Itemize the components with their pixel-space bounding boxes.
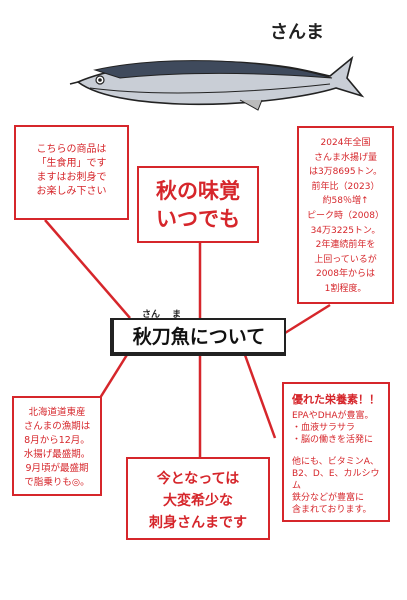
stats-line-4: 前年比（2023）	[311, 181, 380, 192]
rare-sashimi-box: 今となっては 大変希少な 刺身さんまです	[126, 457, 270, 540]
stats-line-8: 2年連続前年を	[315, 240, 376, 251]
product-line-3: ますはお刺身で	[36, 172, 107, 183]
line-bottom-right	[243, 354, 277, 439]
stats-line-5: 約58％増↑	[322, 196, 369, 207]
line-bottom-left	[98, 349, 132, 399]
nutrition-box: 優れた栄養素！！ EPAやDHAが豊富。 ・血液サラサラ ・脳の働きを活発に 他…	[282, 382, 390, 522]
product-line-4: お楽しみ下さい	[36, 186, 107, 197]
stats-line-11: 1割程度。	[324, 283, 367, 294]
info-box-product: こちらの商品は 「生食用」です ますはお刺身で お楽しみ下さい	[14, 125, 129, 220]
nutrition-heading: 優れた栄養素！！	[292, 393, 380, 406]
nutrition-line-4: 他にも、ビタミンA、	[292, 457, 379, 467]
nutrition-line-5: B2、D、E、カルシウム	[292, 469, 380, 491]
line-top-right	[284, 303, 331, 335]
nutrition-line-2: ・血液サラサラ	[292, 423, 356, 433]
line-top-left	[44, 219, 131, 319]
stats-line-3: は3万8695トン。	[308, 167, 383, 178]
catch-stats-box: 2024年全国 さんま水揚げ量 は3万8695トン。 前年比（2023） 約58…	[297, 126, 394, 304]
season-line-5: 9月頃が最盛期	[25, 463, 89, 474]
center-ruby-right: ま	[172, 310, 182, 320]
nutrition-line-3: ・脳の働きを活発に	[292, 435, 374, 445]
center-title-box: 秋刀魚について	[110, 318, 286, 356]
stats-line-7: 34万3225トン。	[310, 225, 381, 236]
rare-line-2: 大変希少な	[163, 493, 233, 509]
center-ruby-left: さん	[142, 310, 161, 320]
season-line-1: 北海道道東産	[28, 407, 86, 418]
stats-line-10: 2008年からは	[316, 269, 375, 280]
autumn-taste-line-2: いつでも	[156, 207, 240, 231]
autumn-taste-box: 秋の味覚 いつでも	[137, 166, 259, 243]
season-line-3: 8月から12月。	[24, 435, 90, 446]
page-title: 秋刀魚について	[132, 326, 266, 348]
stats-line-6: ピーク時（2008）	[307, 210, 384, 221]
nutrition-line-1: EPAやDHAが豊富。	[292, 411, 374, 421]
season-line-2: さんまの漁期は	[23, 421, 91, 432]
stats-line-9: 上回っているが	[314, 254, 377, 265]
rare-line-3: 刺身さんまです	[149, 515, 247, 531]
product-line-2: 「生食用」です	[36, 158, 107, 169]
saury-fish-illustration	[69, 55, 365, 111]
autumn-taste-line-1: 秋の味覚	[156, 179, 240, 203]
nutrition-line-6: 鉄分などが豊富に	[292, 493, 365, 503]
season-line-6: で脂乗りも◎。	[24, 477, 90, 488]
stats-line-1: 2024年全国	[320, 138, 371, 148]
product-line-1: こちらの商品は	[36, 144, 107, 155]
fishing-season-box: 北海道道東産 さんまの漁期は 8月から12月。 水揚げ最盛期。 9月頃が最盛期 …	[12, 396, 102, 496]
season-line-4: 水揚げ最盛期。	[23, 449, 91, 460]
nutrition-line-7: 含まれております。	[292, 505, 372, 515]
stats-line-2: さんま水揚げ量	[313, 152, 377, 163]
fish-title: さんま	[270, 22, 324, 43]
rare-line-1: 今となっては	[156, 471, 240, 487]
